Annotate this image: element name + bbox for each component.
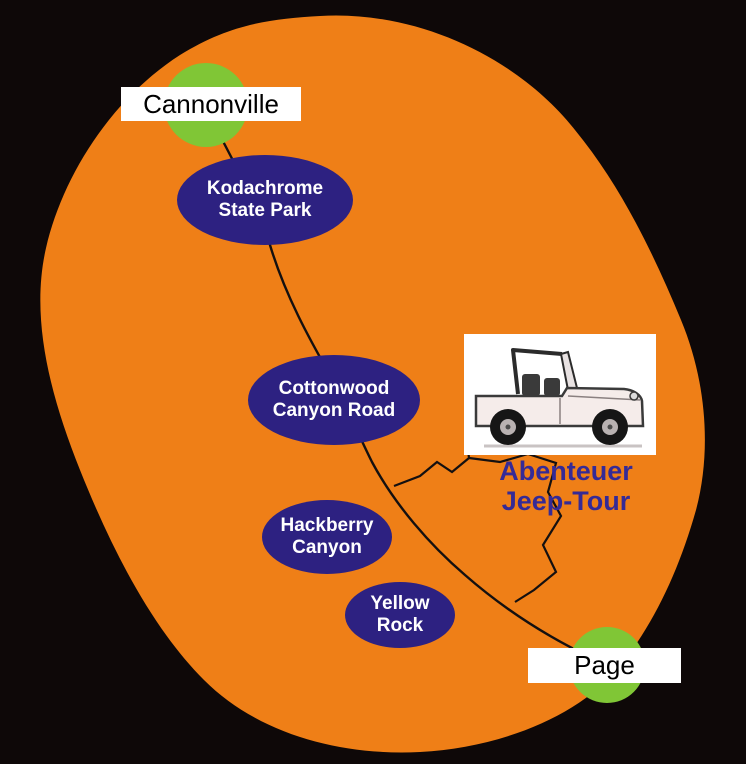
landmark-ellipse-yellowrock xyxy=(345,582,455,648)
town-label-cannonville: Cannonville xyxy=(143,88,279,119)
tour-title-line1: Abenteuer xyxy=(499,456,633,486)
tour-title: Abenteuer Jeep-Tour xyxy=(466,456,666,516)
jeep-image-box xyxy=(464,334,656,455)
tour-title-line2: Jeep-Tour xyxy=(501,486,631,517)
town-label-page: Page xyxy=(574,650,635,680)
town-label-box-cannonville: Cannonville xyxy=(121,87,301,121)
landmark-ellipse-kodachrome xyxy=(177,155,353,245)
branch-trail-upper xyxy=(393,449,471,488)
landmark-ellipse-hackberry xyxy=(262,500,392,574)
town-label-box-page: Page xyxy=(528,648,681,683)
landmark-ellipse-cottonwood xyxy=(248,355,420,445)
branch-trail-lower xyxy=(468,452,563,603)
jeep-icon xyxy=(474,348,645,448)
